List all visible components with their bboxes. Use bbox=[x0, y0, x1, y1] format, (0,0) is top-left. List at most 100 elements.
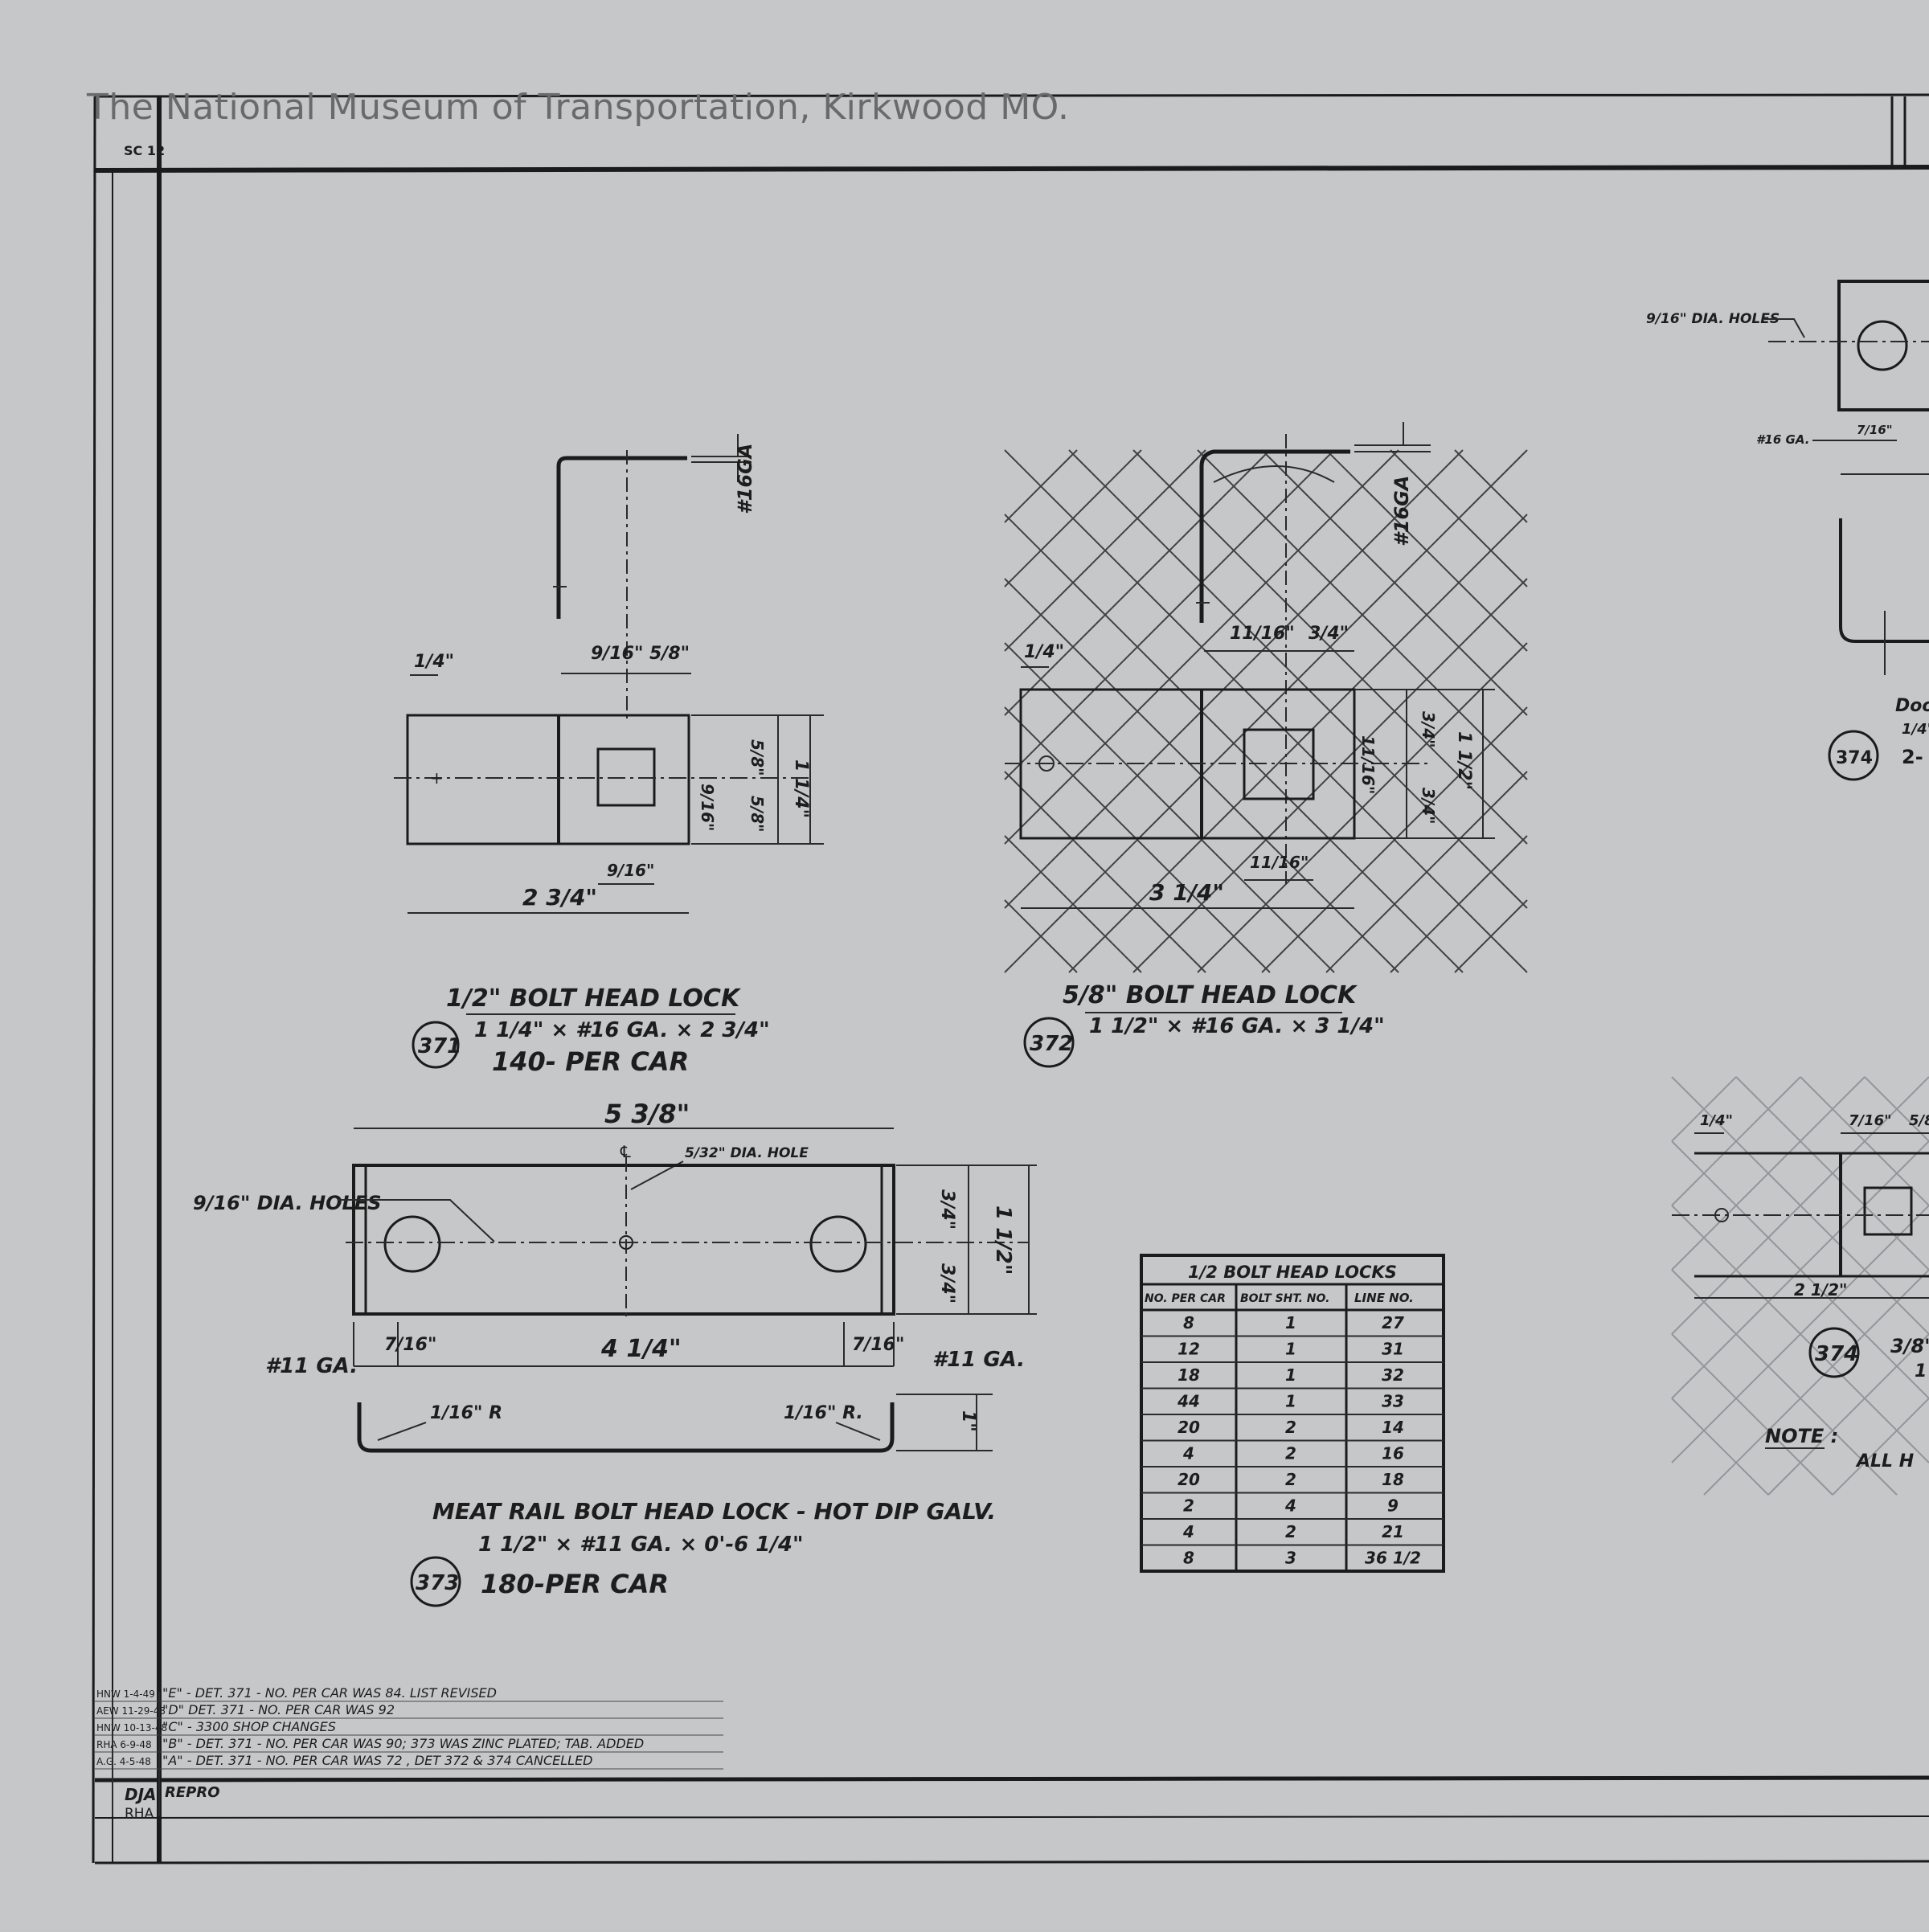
table-cell: 8 bbox=[1183, 1313, 1194, 1332]
d374b-title: 3/8" B bbox=[1890, 1335, 1929, 1357]
table-cell: 2 bbox=[1285, 1444, 1296, 1463]
d373-e2: 7/16" bbox=[852, 1335, 904, 1355]
revision-text: "A" - DET. 371 - NO. PER CAR WAS 72 , DE… bbox=[162, 1753, 593, 1768]
table-cell: 18 bbox=[1177, 1365, 1200, 1385]
d372-gauge-label: #16GA bbox=[1390, 476, 1413, 546]
d374-dim: 7/16" bbox=[1857, 423, 1893, 437]
revision-rows: HNW 1-4-49 "E" - DET. 371 - NO. PER CAR W… bbox=[95, 1685, 723, 1770]
d373-number: 373 bbox=[416, 1571, 459, 1595]
detail-374-top: 9/16" DIA. HOLES #16 GA. 7/16" Doo 1/4" … bbox=[1646, 280, 1929, 781]
table-header-2: LINE NO. bbox=[1354, 1291, 1414, 1305]
table-cell: 18 bbox=[1382, 1470, 1404, 1489]
repro-label: REPRO bbox=[165, 1784, 220, 1801]
d374-text2: 1/4" bbox=[1902, 721, 1929, 738]
table-cell: 8 bbox=[1183, 1549, 1194, 1568]
d374-text3: 2- bbox=[1902, 746, 1923, 768]
d371-dim-c: 5/8" bbox=[747, 739, 767, 776]
note-label: NOTE : bbox=[1765, 1425, 1838, 1447]
revision-by: HNW 1-4-49 bbox=[96, 1688, 155, 1700]
table-cell: 33 bbox=[1382, 1392, 1404, 1411]
table-cell: 2 bbox=[1285, 1418, 1296, 1437]
d373-centerline: ℄ bbox=[620, 1142, 631, 1161]
d374b-w1: 1/4" bbox=[1700, 1112, 1733, 1129]
revision-by: RHA 6-9-48 bbox=[96, 1739, 152, 1750]
d372-dim-w1: 1/4" bbox=[1024, 642, 1064, 662]
revision-block: HNW 1-4-49 "E" - DET. 371 - NO. PER CAR W… bbox=[95, 1685, 723, 1822]
d371-per-car: 140- PER CAR bbox=[492, 1046, 689, 1077]
table-cell: 2 bbox=[1183, 1496, 1194, 1516]
revision-text: "E" - DET. 371 - NO. PER CAR WAS 84. LIS… bbox=[162, 1685, 497, 1701]
d371-number: 371 bbox=[418, 1034, 461, 1058]
table-cell: 12 bbox=[1177, 1340, 1200, 1359]
d374-gauge: #16 GA. bbox=[1756, 432, 1809, 447]
table-cell: 2 bbox=[1285, 1470, 1296, 1489]
d371-dim-w1: 1/4" bbox=[414, 652, 454, 672]
d371-length: 2 3/4" bbox=[522, 884, 597, 911]
d374b-d2: 5/8 bbox=[1909, 1112, 1929, 1129]
d372-length: 3 1/4" bbox=[1149, 879, 1224, 906]
revision-text: "C" - 3300 SHOP CHANGES bbox=[162, 1719, 336, 1734]
d372-dim-a: 11/16" bbox=[1230, 624, 1295, 644]
table-cell: 31 bbox=[1382, 1340, 1404, 1359]
d371-dim-g: 9/16" bbox=[607, 861, 654, 880]
table-cell: 1 bbox=[1285, 1340, 1296, 1359]
d371-title: 1/2" BOLT HEAD LOCK bbox=[446, 984, 742, 1013]
d371-spec: 1 1/4" × #16 GA. × 2 3/4" bbox=[474, 1018, 770, 1042]
table-cell: 32 bbox=[1382, 1365, 1404, 1385]
d372-dim-b: 3/4" bbox=[1309, 624, 1349, 644]
d374b-len: 2 1/2" bbox=[1794, 1280, 1847, 1300]
detail-372: #16GA 11/16" 3/4" 1/4" 11/16" 3/4" 3/4" … bbox=[1004, 422, 1528, 1068]
d372-dim-c: 3/4" bbox=[1419, 711, 1438, 748]
detail-374-bottom: 1/4" 7/16" 5/8 2 1/2" 374 3/8" B 1 NOTE … bbox=[1671, 1076, 1929, 1496]
d372-title: 5/8" BOLT HEAD LOCK bbox=[1063, 981, 1358, 1009]
d373-gauge-right: #11 GA. bbox=[932, 1348, 1025, 1372]
d373-span: 4 1/4" bbox=[600, 1335, 682, 1363]
table-header-1: BOLT SHT. NO. bbox=[1240, 1292, 1329, 1305]
d373-h: 1 1/2" bbox=[991, 1205, 1015, 1275]
d371-crosshair: + bbox=[430, 768, 444, 788]
table-cell: 21 bbox=[1382, 1522, 1404, 1541]
revision-by: HNW 10-13-48 bbox=[96, 1722, 167, 1733]
bolt-head-locks-table: 1/2 BOLT HEAD LOCKS NO. PER CAR BOLT SHT… bbox=[1140, 1254, 1445, 1573]
d371-dim-e: 5/8" bbox=[747, 796, 767, 833]
d374-text1: Doo bbox=[1895, 696, 1929, 716]
table-header-0: NO. PER CAR bbox=[1145, 1292, 1226, 1305]
d371-dim-b: 5/8" bbox=[649, 644, 690, 664]
museum-watermark: The National Museum of Transportation, K… bbox=[87, 87, 1070, 128]
revision-by: AEW 11-29-48 bbox=[96, 1705, 166, 1717]
table-cell: 27 bbox=[1382, 1313, 1404, 1332]
d374-number-bottom: 374 bbox=[1815, 1342, 1858, 1366]
revision-text: "B" - DET. 371 - NO. PER CAR WAS 90; 373… bbox=[162, 1736, 644, 1751]
revision-by: A.G. 4-5-48 bbox=[96, 1756, 151, 1767]
table-cell: 16 bbox=[1382, 1444, 1404, 1463]
d373-depth: 1" bbox=[958, 1410, 978, 1432]
d373-spec: 1 1/2" × #11 GA. × 0'-6 1/4" bbox=[478, 1533, 804, 1557]
sheet-border bbox=[92, 93, 1929, 1864]
sheet-code: SC 12 bbox=[124, 143, 165, 158]
table-cell: 2 bbox=[1285, 1522, 1296, 1541]
d373-r2: 1/16" R. bbox=[784, 1403, 863, 1423]
d374-crosshatch bbox=[1671, 1076, 1929, 1496]
table-cell: 9 bbox=[1387, 1496, 1399, 1516]
d373-length: 5 3/8" bbox=[604, 1099, 690, 1129]
d374-holes: 9/16" DIA. HOLES bbox=[1646, 311, 1780, 327]
table-cell: 1 bbox=[1285, 1313, 1296, 1332]
d373-title: MEAT RAIL BOLT HEAD LOCK - HOT DIP GALV. bbox=[432, 1498, 996, 1525]
d374-number-top: 374 bbox=[1836, 748, 1873, 768]
d371-dim-d: 9/16" bbox=[698, 784, 717, 831]
table-cell: 3 bbox=[1285, 1549, 1296, 1568]
d372-dim-f: 1 1/2" bbox=[1454, 731, 1474, 790]
table-cell: 36 1/2 bbox=[1365, 1549, 1421, 1568]
table-cell: 4 bbox=[1182, 1522, 1194, 1541]
repro-initials-2: RHA bbox=[125, 1806, 154, 1822]
d372-dim-g: 11/16" bbox=[1250, 853, 1309, 872]
d372-number: 372 bbox=[1030, 1032, 1073, 1056]
detail-373: 5 3/8" ℄ 5/32" DIA. HOLE 9/16" DIA. HOLE… bbox=[193, 1099, 1037, 1607]
d373-per-car: 180-PER CAR bbox=[481, 1569, 669, 1599]
d373-r1: 1/16" R bbox=[430, 1403, 502, 1423]
note-text: ALL H bbox=[1855, 1451, 1914, 1472]
d374b-spec: 1 bbox=[1915, 1361, 1927, 1381]
